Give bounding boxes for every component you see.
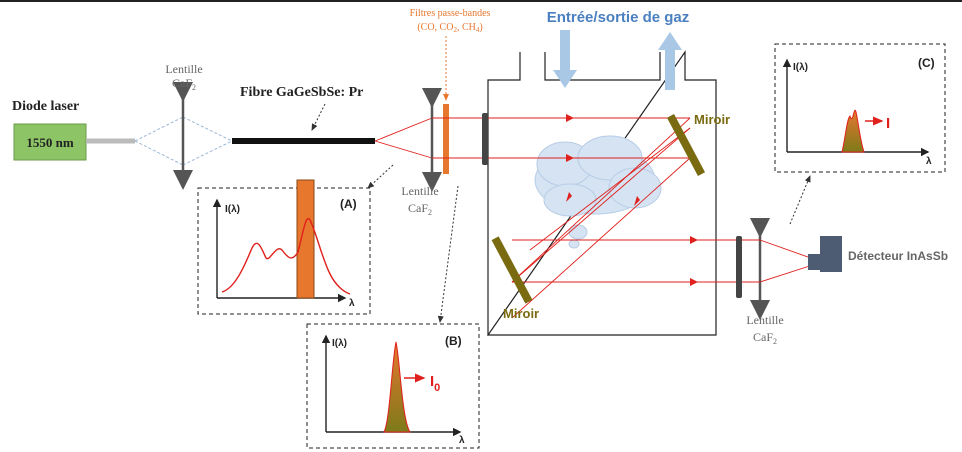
panel-a-spectrum [221,217,351,295]
collimated-beam [432,117,488,159]
laser-title: Diode laser [12,99,79,114]
gas-cloud [534,135,662,249]
panel-c-tag: (C) [918,56,935,70]
diverging-beam-1 [134,116,233,166]
exit-window [736,236,742,298]
lens-3-label: Lentille [746,313,783,327]
fiber-pointer [311,103,326,131]
lens-1-material: CaF2 [172,76,196,92]
filter-label-line1: Filtres passe-bandes [410,8,491,19]
mirror-bottom-label: Miroir [503,306,539,321]
bandpass-filter [443,104,449,174]
multipass-beams [488,117,738,319]
panel-a-tag: (A) [340,197,357,211]
pointer-to-panel-b [437,185,459,323]
gas-inlet-arrow [553,30,577,88]
panel-a-xlabel: λ [349,298,355,309]
panel-c-output-label: I [886,115,890,132]
fiber-label: Fibre GaGeSbSe: Pr [240,85,363,100]
panel-a-ylabel: I(λ) [225,204,240,215]
filter-label-line2: (CO, CO2, CH4) [417,22,482,34]
panel-c-xlabel: λ [926,156,932,167]
laser-wavelength: 1550 nm [26,135,73,150]
panel-a-filter-band [296,179,315,299]
panel-b-peak [383,341,411,433]
lens-1-label: Lentille [165,62,202,76]
gas-label: Entrée/sortie de gaz [547,9,690,26]
detector [808,236,842,272]
mirror-bottom [491,236,533,304]
detector-label: Détecteur InAsSb [848,249,948,263]
beam-direction-arrows [566,114,698,286]
panel-b-tag: (B) [445,334,462,348]
fiber-output-beam [374,117,433,159]
panel-c-ylabel: I(λ) [793,62,808,73]
panel-b-xlabel: λ [459,435,465,446]
panel-b-ylabel: I(λ) [332,338,347,349]
panel-c-peak [841,109,865,153]
pointer-to-panel-c [789,175,811,225]
panel-a [197,187,371,315]
lens-2-label: Lentille [401,184,438,198]
panel-b-output-label: I0 [430,373,440,394]
lens-2-material: CaF2 [408,201,432,217]
lens-3-material: CaF2 [753,330,777,346]
pointer-to-panel-a [367,164,394,189]
mirror-top [666,113,706,177]
entry-window [482,113,488,165]
mirror-top-label: Miroir [694,112,730,127]
gas-outlet-arrow [658,32,682,90]
